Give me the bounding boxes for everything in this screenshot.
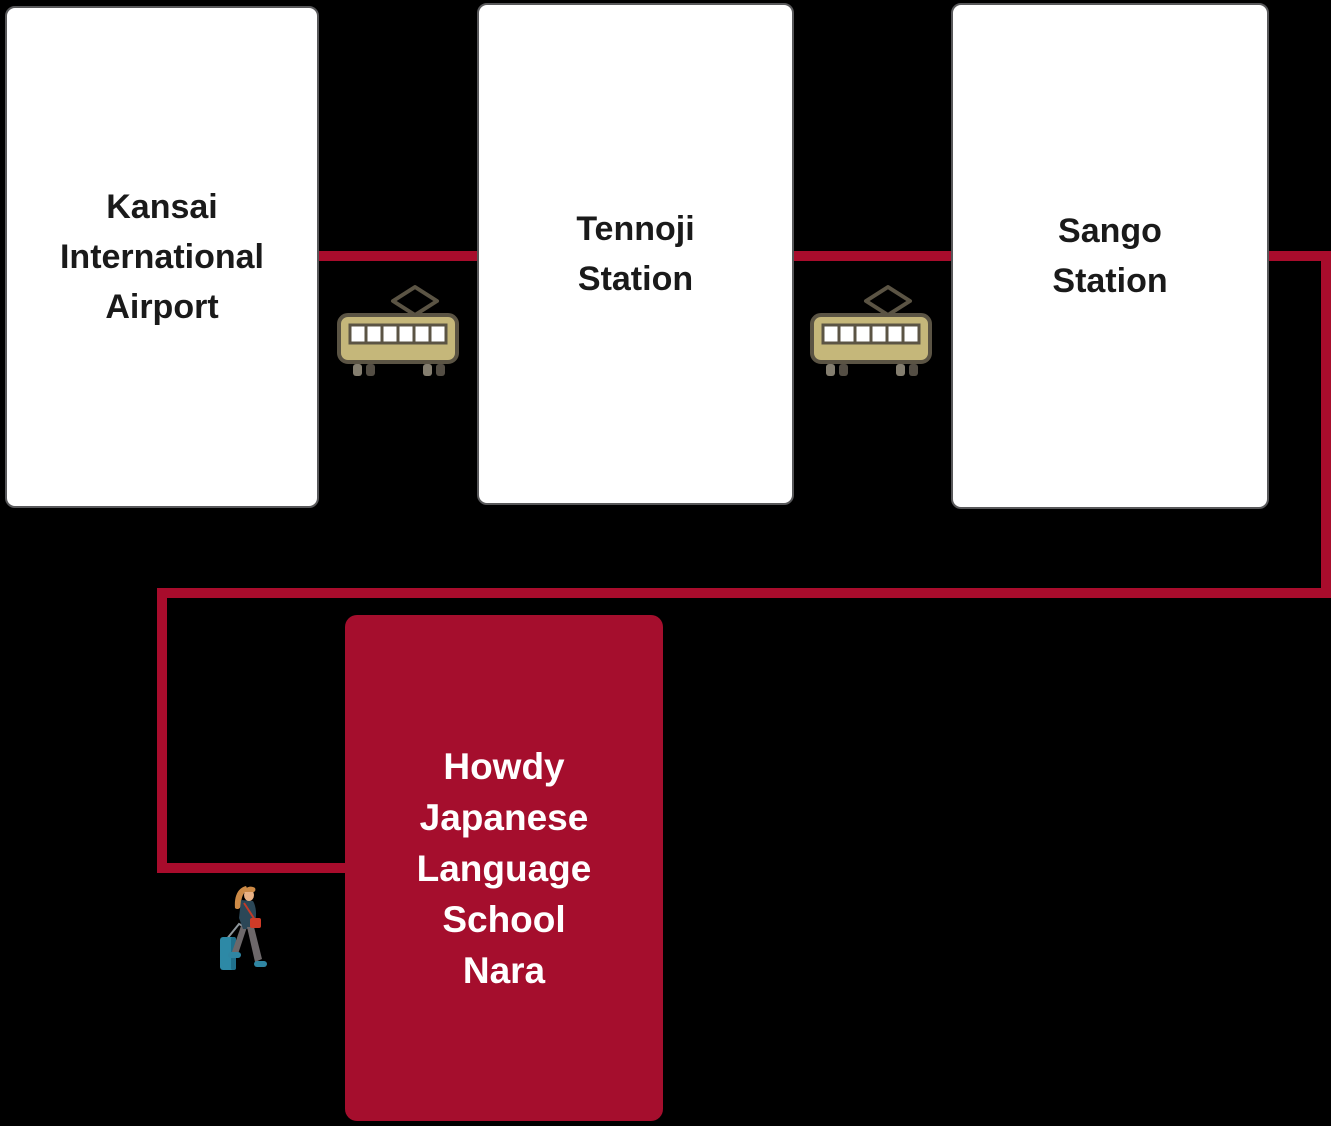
station-label-line: International [59, 238, 265, 276]
train-wheels [826, 364, 918, 376]
station-box-sango-station: Sango Station [951, 3, 1269, 509]
station-box-kansai-international-airport: Kansai International Airport [5, 6, 319, 508]
route-line-top [312, 251, 1331, 261]
train-icon [337, 284, 459, 378]
traveler-front-leg [247, 927, 262, 962]
train-wheels [353, 364, 445, 376]
traveler-back-leg [232, 926, 247, 954]
route-line-right-vertical [1321, 251, 1331, 598]
traveler-icon [220, 884, 272, 972]
station-label-line: Station [1052, 262, 1168, 300]
route-line-to-school [157, 863, 352, 873]
train-body [337, 313, 459, 364]
station-label-line: Sango [1058, 212, 1162, 250]
traveler-back-shoe [228, 952, 241, 958]
traveler-hair-front [244, 886, 256, 892]
destination-label-line: Language [416, 847, 592, 889]
shoulder-bag [250, 918, 261, 928]
station-label-line: Station [577, 260, 694, 298]
pantograph-diamond-icon [864, 285, 912, 317]
bag-strap [243, 902, 256, 921]
traveler-front-shoe [254, 961, 267, 967]
destination-label-line: Howdy [443, 745, 565, 787]
pantograph-diamond-icon [391, 285, 439, 317]
destination-label-line: Nara [462, 949, 546, 991]
station-label-line: Airport [105, 288, 219, 326]
destination-label-line: School [442, 898, 566, 940]
station-box-tennoji-station: Tennoji Station [477, 3, 794, 505]
station-label-line: Kansai [106, 188, 218, 226]
station-label-line: Tennoji [576, 210, 695, 248]
route-line-middle [157, 588, 1331, 598]
train-body [810, 313, 932, 364]
train-icon [810, 284, 932, 378]
destination-box-howdy-japanese-language-school-nara: Howdy Japanese Language School Nara [345, 615, 663, 1121]
destination-label-line: Japanese [419, 796, 589, 838]
route-line-left-vertical [157, 588, 167, 873]
